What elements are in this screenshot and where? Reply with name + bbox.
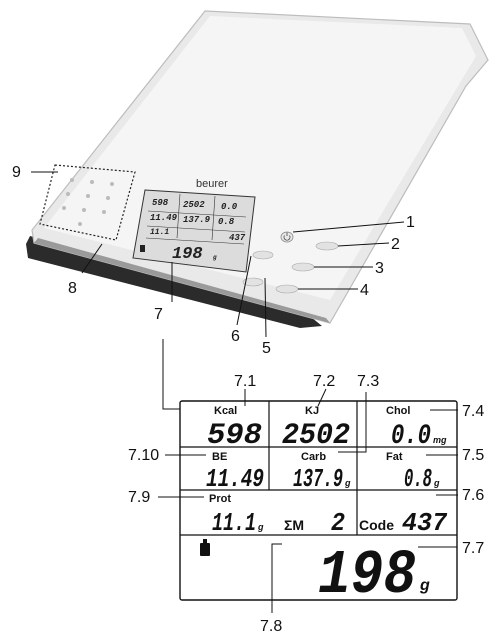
callout-1: 1 <box>406 214 415 231</box>
svg-text:598: 598 <box>152 198 169 208</box>
carb-value: 137.9 <box>293 464 343 494</box>
unit-button[interactable] <box>242 277 264 287</box>
prot-label: Prot <box>209 493 231 505</box>
brand-logo: beurer <box>196 178 228 190</box>
mc-button[interactable] <box>315 241 339 251</box>
keypad-outline <box>39 164 136 241</box>
memory-sum-value: 2 <box>331 508 345 538</box>
carb-unit: g <box>344 478 351 488</box>
mini-display-panel <box>132 189 256 273</box>
power-icon <box>283 235 291 241</box>
callout-3: 3 <box>375 260 384 277</box>
callout-7: 7 <box>154 306 163 323</box>
svg-text:2502: 2502 <box>183 200 205 210</box>
callout-7-2: 7.2 <box>313 373 335 390</box>
svg-text:11.1: 11.1 <box>150 228 169 237</box>
kj-value: 2502 <box>282 419 350 453</box>
be-value: 11.49 <box>206 464 264 494</box>
callout-8: 8 <box>68 280 77 297</box>
code-label: Code <box>359 517 394 533</box>
prot-unit: g <box>257 522 264 532</box>
display-leader-lines <box>158 388 458 613</box>
svg-text:0.8: 0.8 <box>218 217 235 227</box>
chol-label: Chol <box>386 405 410 417</box>
m-plus-button[interactable] <box>291 262 315 272</box>
callout-7-10: 7.10 <box>128 447 159 464</box>
code-value: 437 <box>402 508 447 538</box>
svg-text:198: 198 <box>172 245 203 264</box>
weight-unit: g <box>419 577 430 594</box>
scale-leader-lines <box>31 171 405 338</box>
callout-7-5: 7.5 <box>462 447 484 464</box>
fat-unit: g <box>433 478 440 488</box>
tare-button[interactable] <box>252 250 274 260</box>
callout-7-4: 7.4 <box>462 403 484 420</box>
callout-7-1: 7.1 <box>234 373 256 390</box>
svg-text:137.9: 137.9 <box>183 215 211 225</box>
svg-text:11.49: 11.49 <box>150 213 178 223</box>
enlarged-display: Kcal 598 KJ 2502 Chol 0.0 mg BE 11.49 Ca… <box>179 400 458 611</box>
mini-display-readout: 598 2502 0.0 11.49 137.9 0.8 11.1 437 19… <box>140 193 247 264</box>
prot-value: 11.1 <box>212 508 256 538</box>
kcal-value: 598 <box>207 419 262 453</box>
weight-icon <box>200 539 210 556</box>
fat-value: 0.8 <box>404 464 432 494</box>
kcal-label: Kcal <box>214 405 237 417</box>
callout-4: 4 <box>360 282 369 299</box>
chol-value: 0.0 <box>391 421 431 452</box>
chol-unit: mg <box>433 435 447 445</box>
callout-7-6: 7.6 <box>462 487 484 504</box>
callout-9: 9 <box>12 164 21 181</box>
be-label: BE <box>212 451 227 463</box>
callout-7-9: 7.9 <box>128 489 150 506</box>
callout-5: 5 <box>262 340 271 357</box>
carb-label: Carb <box>301 451 326 463</box>
mr-button[interactable] <box>275 284 299 294</box>
power-button[interactable] <box>280 231 294 243</box>
svg-text:0.0: 0.0 <box>221 202 238 212</box>
keypad-keys <box>62 178 114 226</box>
callout-6: 6 <box>231 328 240 345</box>
weight-value: 198 <box>318 540 416 611</box>
svg-text:437: 437 <box>229 233 246 243</box>
callout-2: 2 <box>391 236 400 253</box>
svg-text:g: g <box>213 254 217 261</box>
scale-edge <box>34 238 330 323</box>
callout-7-leader <box>162 339 180 410</box>
display-grid <box>180 401 457 536</box>
kj-label: KJ <box>305 405 319 417</box>
callout-7-8: 7.8 <box>260 618 282 635</box>
mini-weight-icon <box>140 245 145 252</box>
callout-7-7: 7.7 <box>462 540 484 557</box>
display-frame <box>179 400 458 601</box>
kitchen-scale: beurer 598 2502 0.0 11.49 137.9 0.8 11.1… <box>26 10 489 328</box>
callout-7-3: 7.3 <box>357 373 379 390</box>
memory-sum-label: ΣM <box>284 517 304 533</box>
fat-label: Fat <box>386 451 403 463</box>
